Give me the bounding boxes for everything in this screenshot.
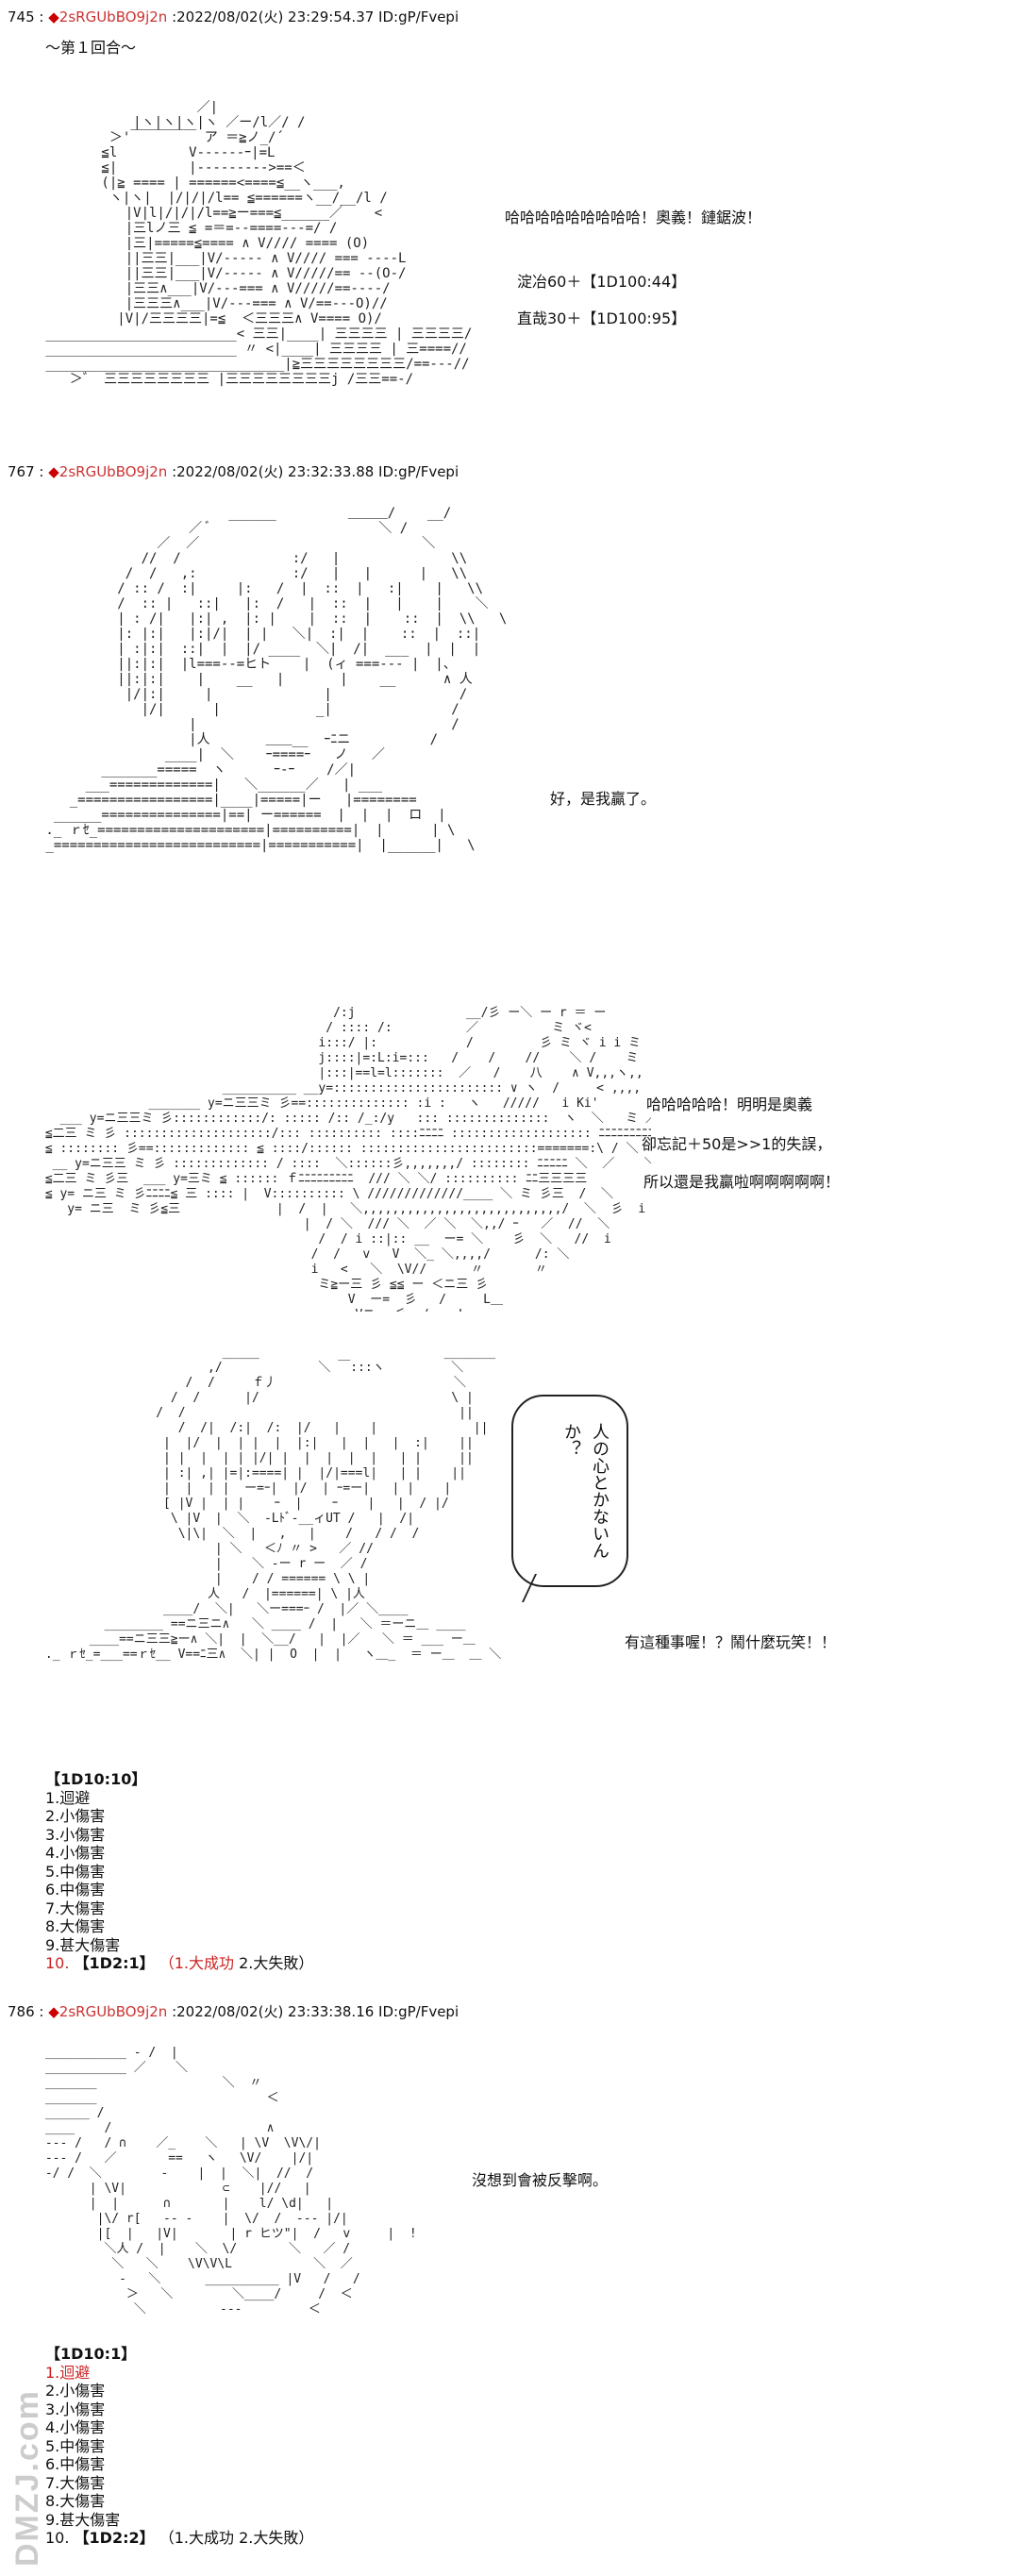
aa-art-character-chainsaw: ／| |ヽ|ヽ|ヽ|ヽ ／ー/l／/ / ＞'￣￣￣￣￣ ア ＝≧ノ_/´ ≦l…	[45, 100, 472, 387]
post-number: 767	[8, 463, 35, 480]
dice-option: 5.中傷害	[45, 2436, 106, 2455]
dice-option-prefix: 10.	[45, 1954, 70, 1972]
site-watermark: DMZJ.com	[9, 2389, 45, 2567]
dice-option: 8.大傷害	[45, 2492, 106, 2510]
panel3-line2: 卻忘記＋50是>>1的失誤，	[642, 1135, 832, 1153]
panel4-line1: 有這種事喔！？鬧什麼玩笑！！	[625, 1633, 837, 1651]
post-number: 786	[8, 2003, 35, 2020]
panel5-line1: 沒想到會被反擊啊。	[472, 2171, 609, 2189]
panel3-line1: 哈哈哈哈哈！明明是奧義	[646, 1096, 813, 1113]
post-meta: :2022/08/02(火) 23:33:38.16 ID:gP/Fvepi	[172, 2003, 459, 2020]
dice-option: 8.大傷害	[45, 1917, 106, 1935]
panel1-line2: 淀冶60＋【1D100:44】	[517, 273, 687, 291]
speech-bubble-text: 人の心とかないんか？	[561, 1423, 610, 1559]
dice-option: 6.中傷害	[45, 1881, 106, 1899]
trip-code[interactable]: 2sRGUbBO9j2n	[58, 2003, 168, 2020]
dice-option-selected: 10. 【1D2:1】 （1.大成功 2.大失敗）	[45, 1954, 313, 1973]
dice-subopt-2: 2.大失敗）	[239, 1954, 314, 1972]
dice-subopt-1: （1.大成功	[159, 1954, 235, 1972]
aa-art-character-surprised: ___________ ‐ / | ___________ ／ ＼ ______…	[44, 2046, 417, 2317]
speech-bubble	[511, 1395, 628, 1587]
dice-option: 3.小傷害	[45, 2400, 106, 2418]
panel2-line1: 好，是我贏了。	[550, 790, 657, 808]
dice-subopt-1: （1.大成功	[159, 2529, 235, 2547]
panel3-line3: 所以還是我贏啦啊啊啊啊啊！	[643, 1173, 841, 1191]
dice-option: 9.甚大傷害	[45, 1935, 121, 1954]
dice-option: 5.中傷害	[45, 1862, 106, 1881]
aa-art-character-laughing: /:j __/彡 ー＼ ー r ＝ ー / :::: /: ／ ミ ヾ< i::…	[44, 1006, 651, 1312]
aa-art-character-shocked: _____ _______ ,/ ＼ ￣:::ヽ ＼ / / ｆ丿 ＼ / / …	[44, 1346, 502, 1662]
trip-code[interactable]: 2sRGUbBO9j2n	[58, 8, 168, 25]
dice-option: 7.大傷害	[45, 1899, 106, 1917]
dice-subroll: 【1D2:2】	[74, 2529, 155, 2547]
post-meta: :2022/08/02(火) 23:32:33.88 ID:gP/Fvepi	[172, 463, 459, 480]
round-label: ～第１回合～	[45, 39, 137, 57]
dice-option: 6.中傷害	[45, 2455, 106, 2473]
post-header-767: 767 : ◆2sRGUbBO9j2n :2022/08/02(火) 23:32…	[8, 463, 459, 480]
dice-option: 4.小傷害	[45, 2418, 106, 2436]
dice-option-prefix: 10.	[45, 2529, 70, 2547]
trip-code[interactable]: 2sRGUbBO9j2n	[58, 463, 168, 480]
trip-diamond-icon: ◆	[48, 463, 59, 480]
dice-option: 7.大傷害	[45, 2473, 106, 2492]
dice-option: 1.迴避	[45, 1788, 91, 1807]
dice-option-last: 10. 【1D2:2】 （1.大成功 2.大失敗）	[45, 2529, 313, 2548]
post-number: 745	[8, 8, 35, 25]
dice-option-selected: 1.迴避	[45, 2363, 91, 2382]
dice-title: 【1D10:10】	[45, 1770, 147, 1788]
post-meta: :2022/08/02(火) 23:29:54.37 ID:gP/Fvepi	[172, 8, 459, 25]
dice-option: 2.小傷害	[45, 2382, 106, 2400]
post-header-786: 786 : ◆2sRGUbBO9j2n :2022/08/02(火) 23:33…	[8, 2003, 459, 2020]
dice-option: 3.小傷害	[45, 1825, 106, 1844]
dice-title: 【1D10:1】	[45, 2345, 137, 2363]
trip-diamond-icon: ◆	[48, 8, 59, 25]
dice-subopt-2: 2.大失敗）	[239, 2529, 314, 2547]
panel1-line3: 直哉30＋【1D100:95】	[517, 309, 687, 327]
dice-subroll: 【1D2:1】	[74, 1954, 155, 1972]
panel1-line1: 哈哈哈哈哈哈哈哈哈！奧義！鏈鋸波！	[505, 209, 762, 226]
dice-result-block-2: 【1D10:1】 1.迴避 2.小傷害 3.小傷害 4.小傷害 5.中傷害 6.…	[45, 2345, 313, 2548]
post-header-745: 745 : ◆2sRGUbBO9j2n :2022/08/02(火) 23:29…	[8, 8, 459, 25]
trip-diamond-icon: ◆	[48, 2003, 59, 2020]
dice-option: 4.小傷害	[45, 1844, 106, 1862]
dice-option: 2.小傷害	[45, 1807, 106, 1825]
aa-art-character-face-smug: ______ ＿＿＿/ __/ ／ ﾞ ＼ / ／ ／ ＼ // / :/ | …	[45, 506, 508, 853]
dice-result-block-1: 【1D10:10】 1.迴避 2.小傷害 3.小傷害 4.小傷害 5.中傷害 6…	[45, 1770, 313, 1973]
dice-option: 9.甚大傷害	[45, 2510, 121, 2529]
